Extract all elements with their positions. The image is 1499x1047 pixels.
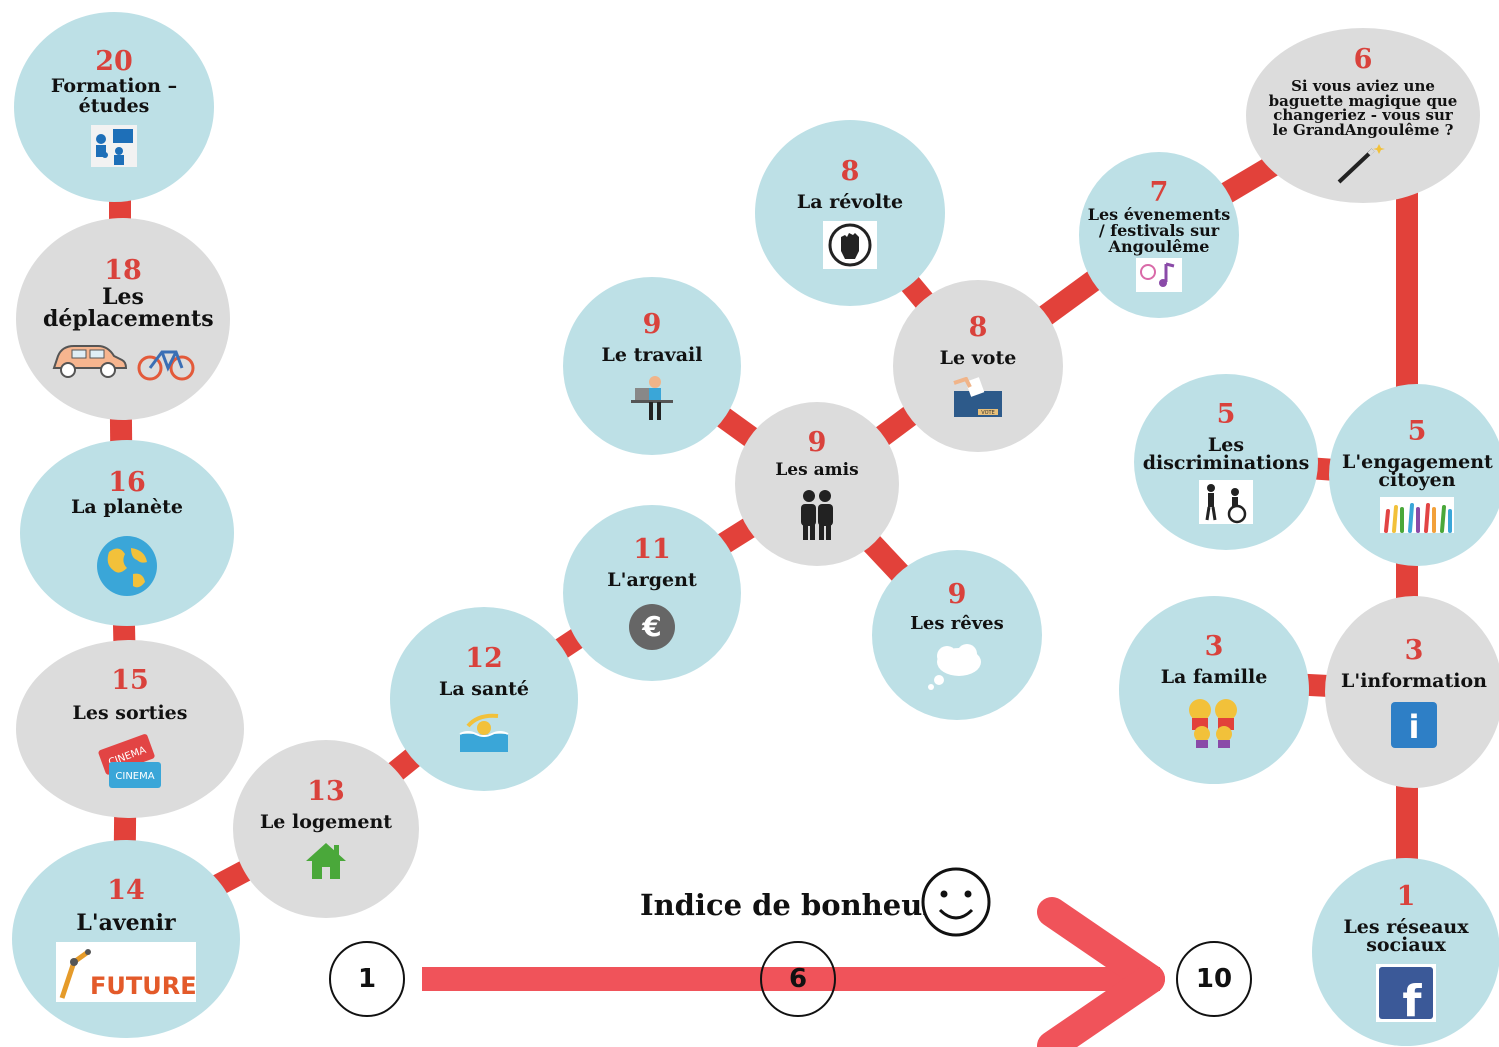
node-label: Les évenements / festivals sur Angoulême: [1087, 205, 1231, 256]
node-travail: 9 Le travail: [563, 277, 741, 455]
node-reseaux: 1 Les réseaux sociaux f: [1312, 858, 1499, 1046]
node-label: La famille: [1160, 665, 1268, 688]
node-label: La planète: [71, 495, 183, 518]
smiley-icon: [920, 866, 992, 938]
node-label: La révolte: [796, 190, 904, 213]
car-bike-icon: [50, 338, 196, 382]
node-number: 3: [1204, 631, 1224, 663]
node-label: L'avenir: [76, 909, 176, 936]
svg-text:CINEMA: CINEMA: [115, 771, 154, 782]
euro-icon: €: [628, 603, 676, 651]
info-icon: i: [1391, 701, 1437, 748]
node-label: La santé: [439, 677, 529, 700]
node-information: 3 L'information i: [1325, 596, 1499, 788]
svg-text:FUTURE: FUTURE: [90, 972, 196, 1000]
node-label: L'argent: [607, 568, 697, 591]
friends-icon: [797, 488, 837, 540]
node-number: 6: [1353, 44, 1373, 76]
node-label: Les discriminations: [1142, 433, 1310, 474]
node-number: 5: [1407, 416, 1427, 448]
future-logo: FUTURE: [56, 941, 196, 1002]
node-number: 5: [1216, 399, 1236, 431]
discrimination-icon: [1199, 479, 1253, 524]
node-amis: 9 Les amis: [735, 402, 899, 566]
house-icon: [302, 841, 350, 881]
node-number: 12: [465, 643, 503, 675]
node-label: Si vous aviez une baguette magique que c…: [1268, 76, 1458, 140]
raised-fist-icon: [823, 220, 877, 269]
node-label: Les sorties: [72, 701, 188, 724]
svg-text:VOTE: VOTE: [981, 410, 994, 416]
svg-text:i: i: [1409, 708, 1420, 746]
scale-max: 10: [1176, 941, 1252, 1017]
node-label: Les amis: [775, 459, 859, 480]
node-number: 20: [95, 46, 133, 78]
node-label: Le vote: [939, 346, 1017, 369]
node-label: Les déplacements: [43, 283, 214, 332]
node-sante: 12 La santé: [390, 607, 578, 791]
node-avenir: 14 L'avenir FUTURE: [12, 840, 240, 1038]
music-festival-icon: [1136, 258, 1182, 293]
node-reves: 9 Les rêves: [872, 550, 1042, 720]
scale-mid: 6: [760, 941, 836, 1017]
node-label: Les rêves: [910, 613, 1004, 635]
raised-hands-icon: [1380, 496, 1454, 533]
classroom-icon: [91, 124, 137, 167]
node-engagement: 5 L'engagement citoyen: [1329, 384, 1499, 566]
node-baguette: 6 Si vous aviez une baguette magique que…: [1246, 28, 1480, 203]
node-number: 1: [1396, 881, 1416, 913]
node-label: Formation – études: [50, 74, 178, 117]
svg-text:€: €: [641, 610, 661, 643]
ballot-box-icon: VOTE: [952, 376, 1004, 419]
node-number: 3: [1404, 635, 1424, 667]
worker-icon: [627, 374, 677, 422]
node-deplacements: 18 Les déplacements: [16, 218, 230, 420]
globe-icon: [95, 534, 159, 598]
scale-min: 1: [329, 941, 405, 1017]
node-number: 18: [104, 255, 142, 287]
thought-cloud-icon: [927, 642, 987, 691]
node-number: 9: [642, 309, 662, 341]
node-label: Les réseaux sociaux: [1343, 915, 1469, 956]
node-revolte: 8 La révolte: [755, 120, 945, 306]
node-number: 9: [807, 427, 827, 459]
node-label: L'information: [1341, 669, 1487, 692]
node-label: Le travail: [601, 343, 703, 366]
magic-wand-icon: [1335, 140, 1391, 186]
node-discriminations: 5 Les discriminations: [1134, 374, 1318, 550]
node-number: 15: [111, 665, 149, 697]
node-formation: 20 Formation – études: [14, 12, 214, 202]
node-number: 11: [633, 534, 671, 566]
node-evenements: 7 Les évenements / festivals sur Angoulê…: [1079, 152, 1239, 318]
family-icon: [1186, 696, 1242, 748]
node-argent: 11 L'argent €: [563, 505, 741, 681]
node-number: 14: [107, 875, 145, 907]
node-number: 8: [968, 312, 988, 344]
node-number: 13: [307, 776, 345, 808]
node-vote: 8 Le vote VOTE: [893, 280, 1063, 452]
node-label: L'engagement citoyen: [1342, 450, 1493, 491]
node-number: 7: [1149, 176, 1169, 208]
node-famille: 3 La famille: [1119, 596, 1309, 784]
swimmer-icon: [458, 708, 510, 754]
svg-text:f: f: [1402, 976, 1422, 1022]
node-label: Le logement: [259, 810, 393, 833]
facebook-icon: f: [1376, 963, 1436, 1022]
node-number: 9: [947, 578, 967, 610]
node-logement: 13 Le logement: [233, 740, 419, 918]
scale-title: Indice de bonheur: [640, 888, 938, 922]
node-number: 8: [840, 156, 860, 188]
node-number: 16: [108, 467, 146, 499]
node-planete: 16 La planète: [20, 440, 234, 626]
